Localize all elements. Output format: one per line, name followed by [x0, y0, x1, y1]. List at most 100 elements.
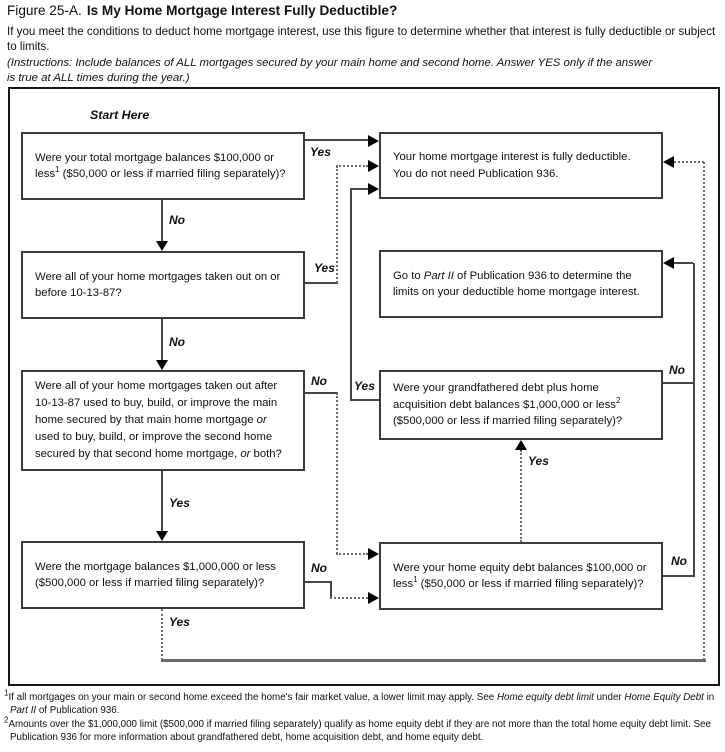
box-balances-one-million: Were the mortgage balances $1,000,000 or…	[21, 541, 305, 609]
text-part-italic: or	[256, 414, 267, 427]
figure-instructions: (Instructions: Include balances of ALL m…	[7, 57, 653, 84]
text-part: Were your grandfathered debt plus home a…	[393, 382, 616, 411]
footnotes: 1If all mortgages on your main or second…	[4, 688, 721, 746]
connector-q2-yes-up	[336, 166, 338, 283]
figure-title-text: Is My Home Mortgage Interest Fully Deduc…	[86, 3, 398, 18]
footnote-1: 1If all mortgages on your main or second…	[4, 688, 721, 717]
box-home-equity-debt: Were your home equity debt balances $100…	[379, 542, 663, 610]
footnote-2: 2Amounts over the $1,000,000 limit ($500…	[4, 715, 721, 744]
arrowhead-into-q3	[156, 360, 168, 370]
connector-q4-no-down	[330, 581, 332, 599]
arrowhead-into-q2	[156, 241, 168, 251]
connector-grandfathered-yes-out	[350, 399, 379, 401]
text-part: If all mortgages on your main or second …	[8, 692, 497, 703]
box-goto-part2: Go to Part II of Publication 936 to dete…	[379, 250, 663, 318]
figure-intro: If you meet the conditions to deduct hom…	[7, 25, 716, 54]
label-home-equity-no: No	[671, 554, 687, 568]
connector-q4-yes-down	[161, 609, 163, 660]
label-q3-yes: Yes	[169, 496, 190, 510]
text-part: Go to	[393, 269, 424, 282]
label-q1-yes: Yes	[310, 145, 331, 159]
text-part: of Publication 936.	[36, 705, 120, 717]
start-here-label: Start Here	[90, 108, 150, 122]
box-text: Were your grandfathered debt plus home a…	[393, 380, 649, 429]
box-grandfathered-debt: Were your grandfathered debt plus home a…	[379, 370, 663, 440]
connector-q4-no-in	[330, 597, 368, 599]
footnote-ref-1: 1	[413, 575, 418, 585]
text-part: ($500,000 or less if married filing sepa…	[393, 415, 623, 428]
text-part: in	[703, 692, 715, 703]
label-q3-no: No	[311, 374, 327, 388]
label-q4-no: No	[311, 561, 327, 575]
text-part-italic: Home equity debt limit	[496, 692, 594, 703]
arrowhead-into-home-equity-2	[368, 592, 379, 604]
box-text: Were your home equity debt balances $100…	[393, 560, 649, 593]
box-text: Were the mortgage balances $1,000,000 or…	[35, 559, 291, 592]
label-grandfathered-yes: Yes	[354, 379, 375, 393]
footnote-1-marker: 1	[4, 688, 9, 698]
text-part: Your home mortgage interest is fully ded…	[393, 151, 631, 180]
connector-grandfathered-no	[663, 382, 695, 384]
connector-q2-no	[161, 319, 163, 360]
text-part-italic: Part II	[10, 705, 37, 717]
label-grandfathered-no: No	[669, 363, 685, 377]
connector-home-equity-no	[663, 575, 695, 577]
connector-q4-no-out	[305, 581, 332, 583]
connector-into-part2	[674, 262, 693, 264]
connector-q4-yes-up	[703, 162, 705, 660]
arrowhead-into-deductible-3	[368, 183, 379, 195]
box-text: Your home mortgage interest is fully ded…	[393, 149, 649, 182]
text-part: of Publication 936 to determine the limi…	[393, 269, 640, 298]
label-q2-no: No	[169, 335, 185, 349]
connector-q3-no-out	[305, 392, 338, 394]
text-part: ($50,000 or less if married filing separ…	[417, 578, 644, 590]
text-part: Were your total mortgage balances $100,0…	[35, 151, 275, 180]
connector-q1-yes	[305, 139, 369, 141]
connector-grandfathered-yes-up	[350, 189, 352, 401]
figure-label: Figure 25-A.	[7, 3, 82, 18]
connector-q3-yes	[161, 471, 163, 531]
figure-title: Figure 25-A. Is My Home Mortgage Interest…	[7, 3, 397, 18]
text-part: under	[593, 692, 625, 703]
box-total-mortgage-balances: Were your total mortgage balances $100,0…	[21, 132, 305, 200]
connector-no-collector-up	[693, 263, 695, 577]
box-buy-build-improve: Were all of your home mortgages taken ou…	[21, 370, 305, 471]
connector-q4-yes-bottom	[161, 659, 706, 662]
text-part: Were all of your home mortgages taken ou…	[35, 380, 278, 427]
box-text: Were all of your home mortgages taken ou…	[35, 269, 291, 302]
text-part: Were the mortgage balances $1,000,000 or…	[35, 560, 276, 589]
connector-grandfathered-yes-in	[350, 188, 368, 190]
arrowhead-into-deductible-right	[663, 156, 674, 168]
label-q2-yes: Yes	[314, 261, 335, 275]
box-text: Were your total mortgage balances $100,0…	[35, 150, 291, 183]
label-q4-yes: Yes	[169, 615, 190, 629]
arrowhead-into-part2	[663, 257, 674, 269]
text-part: Were all of your home mortgages taken ou…	[35, 270, 281, 299]
connector-home-equity-yes	[520, 450, 522, 542]
label-q1-no: No	[169, 213, 185, 227]
text-part: Were your home equity debt balances $100…	[393, 561, 647, 590]
arrowhead-into-home-equity-1	[368, 548, 379, 560]
footnote-2-marker: 2	[4, 715, 9, 725]
connector-q1-no	[161, 200, 163, 241]
box-text: Go to Part II of Publication 936 to dete…	[393, 268, 649, 301]
arrowhead-into-q4	[156, 531, 168, 541]
connector-q4-yes-in	[674, 161, 704, 163]
box-mortgages-before-101387: Were all of your home mortgages taken ou…	[21, 251, 305, 319]
arrowhead-into-deductible-2	[368, 160, 379, 172]
arrowhead-into-grandfathered	[515, 440, 527, 450]
text-part: ($50,000 or less if married filing separ…	[59, 168, 286, 180]
text-part: Amounts over the $1,000,000 limit ($500,…	[8, 719, 711, 744]
text-part-italic: Part II	[423, 269, 454, 282]
arrowhead-into-deductible-1	[368, 135, 379, 147]
label-home-equity-yes: Yes	[528, 454, 549, 468]
footnote-ref-1: 1	[55, 165, 60, 175]
connector-q3-no-down	[336, 393, 338, 554]
box-text: Were all of your home mortgages taken ou…	[35, 378, 291, 463]
connector-q3-no-in	[336, 553, 368, 555]
text-part-italic: Home Equity Debt	[624, 692, 704, 703]
flowchart-frame	[8, 87, 720, 686]
box-fully-deductible: Your home mortgage interest is fully ded…	[379, 132, 663, 199]
text-part: used to buy, build, or improve the secon…	[35, 430, 273, 460]
